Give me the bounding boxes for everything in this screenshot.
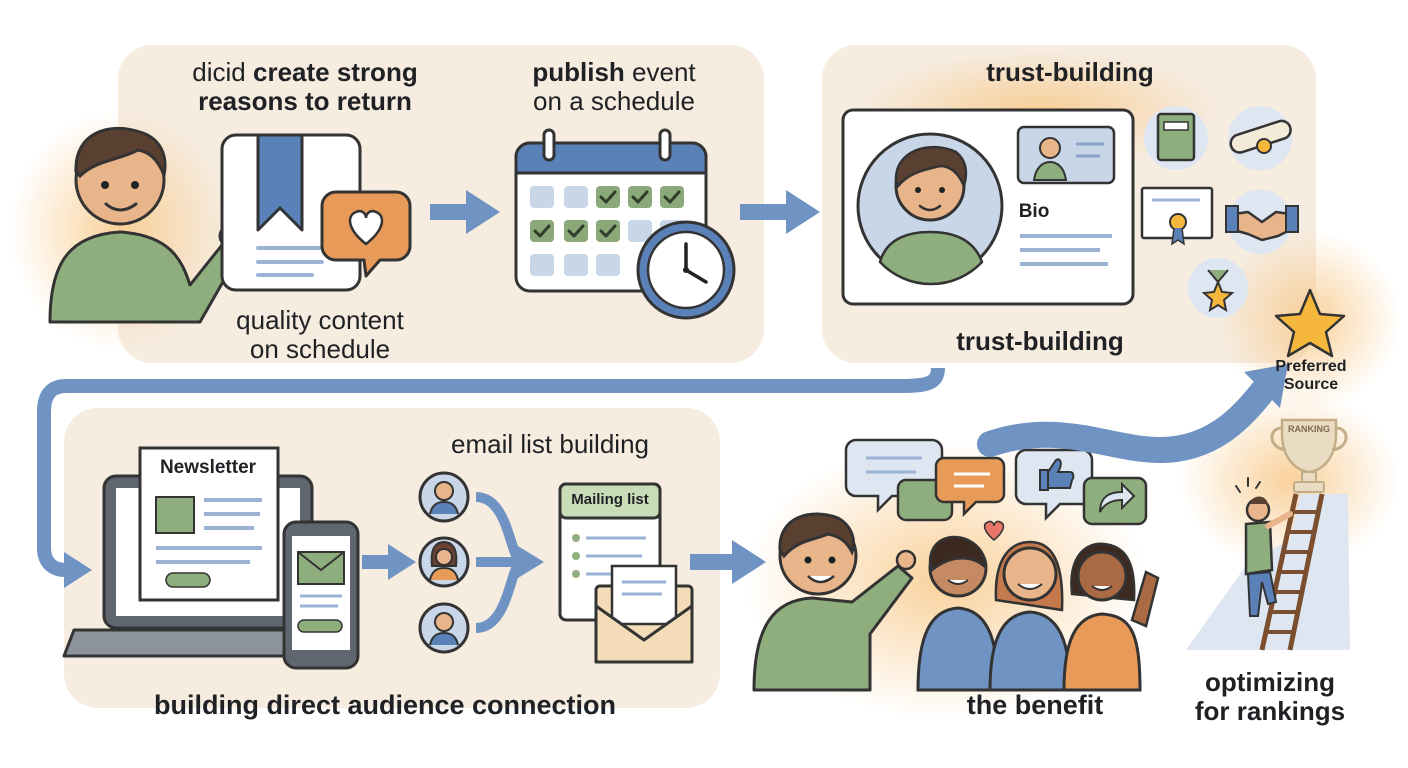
step-publish-title: publish event on a schedule [494, 57, 734, 117]
rankings-line-2: for rankings [1194, 696, 1346, 727]
book-icon [1144, 106, 1208, 170]
envelope-icon [594, 564, 694, 664]
star-icon [1274, 288, 1346, 358]
growth-arrowhead [1244, 364, 1288, 408]
preferred-source-label: Preferred Source [1256, 358, 1366, 394]
rankings-caption: optimizing for rankings [1170, 667, 1370, 727]
diploma-icon [1228, 106, 1292, 170]
flow-arrowhead-4 [732, 540, 766, 584]
ranking-trophy-icon: RANKING [1270, 418, 1348, 493]
flow-arrowhead-return [64, 552, 92, 588]
bio-label: Bio [1018, 201, 1050, 222]
flow-arrowhead-3 [388, 544, 416, 580]
thumbs-up-icon [1014, 448, 1094, 522]
step-publish-bold: publish [532, 57, 625, 87]
preferred-line-1: Preferred [1275, 358, 1347, 375]
flow-connector-return [37, 367, 945, 577]
trust-title-text: trust-building [986, 57, 1154, 87]
profile-card [841, 108, 1135, 306]
trust-caption-text: trust-building [956, 326, 1124, 356]
newsletter-label: Newsletter [159, 457, 257, 478]
step-create-prefix: dicid [192, 57, 246, 87]
subscriber-avatar-2 [418, 536, 470, 588]
step-create-title: dicid create strong reasons to return [150, 57, 460, 117]
growth-arrow [977, 379, 1275, 464]
benefit-caption: the benefit [966, 690, 1104, 720]
rankings-line-1: optimizing [1205, 667, 1335, 697]
step-create-bold-2: reasons to return [198, 86, 412, 117]
share-icon [1082, 476, 1148, 526]
mailing-list-label: Mailing list [571, 491, 649, 508]
certificate-icon [1140, 186, 1214, 246]
phone-icon [282, 520, 360, 670]
presenter-person-icon [48, 126, 242, 324]
step-publish-rest: event [632, 57, 696, 87]
trophy-label: RANKING [1288, 424, 1330, 434]
step-publish-line2: on a schedule [533, 86, 695, 117]
subscriber-avatar-3 [418, 602, 470, 654]
benefit-people-group [752, 512, 1160, 692]
trust-title: trust-building [910, 57, 1230, 87]
flow-arrowhead-2 [786, 190, 820, 234]
flow-arrowhead-1 [466, 190, 500, 234]
trust-caption: trust-building [900, 326, 1180, 356]
heart-icon [983, 520, 1005, 541]
step-create-caption: quality content on schedule [200, 305, 440, 365]
climbing-person-icon [1235, 477, 1293, 617]
preferred-line-2: Source [1283, 375, 1339, 393]
merge-arrowhead [518, 546, 544, 578]
subscriber-avatar-1 [418, 471, 470, 523]
clock-icon [636, 220, 736, 320]
handshake-icon [1225, 190, 1299, 254]
step-create-bold-1: create strong [252, 57, 418, 87]
step-create-caption-1: quality content [236, 305, 404, 335]
ladder-icon [1259, 493, 1325, 651]
message-bubble-icon [934, 456, 1006, 518]
email-list-title: email list building [451, 429, 649, 459]
audience-caption: building direct audience connection [153, 690, 617, 720]
newsletter-page [138, 446, 280, 602]
award-medal-icon [1188, 258, 1248, 318]
step-create-caption-2: on schedule [249, 334, 391, 365]
heart-bubble-icon [320, 190, 412, 278]
